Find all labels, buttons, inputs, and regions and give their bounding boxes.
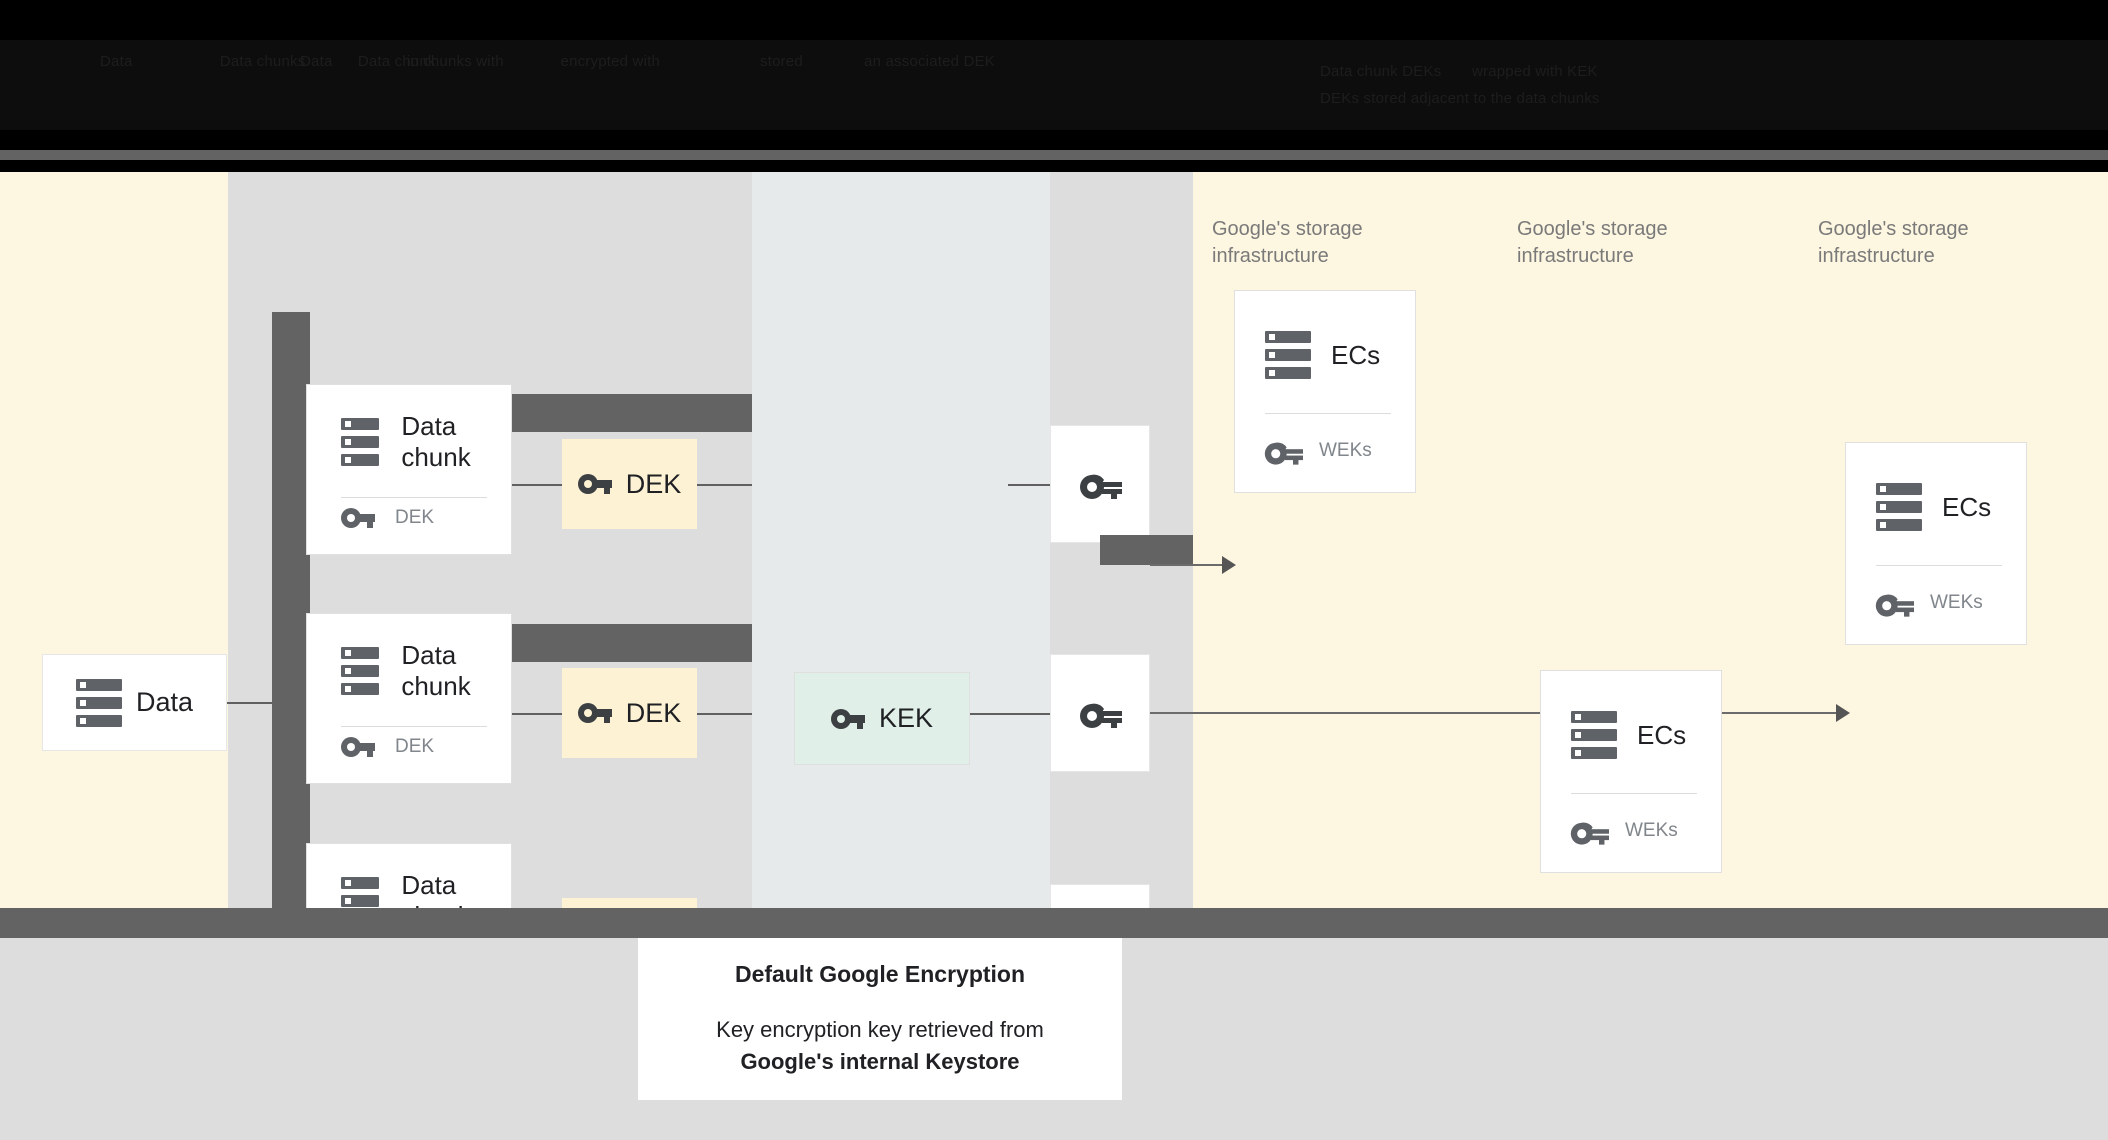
wrapped-key-icon <box>1078 469 1122 499</box>
connector-data-bracket <box>227 702 273 704</box>
key-icon <box>577 473 612 495</box>
server-icon <box>75 678 122 727</box>
banner-strip <box>0 40 2108 130</box>
ec-key-label: WEKs <box>1930 592 1983 613</box>
dek-box-1[interactable]: DEK <box>562 439 697 529</box>
storage-label-1: Google's storage infrastructure <box>1212 218 1363 267</box>
dek-label: DEK <box>625 468 682 499</box>
diagram-canvas: Data Data chunk DEK DEK <box>0 172 2108 1014</box>
ec-key-label: WEKs <box>1625 820 1678 841</box>
connector-dek1-keystore <box>697 484 752 486</box>
connector-chunk2-dek <box>512 713 562 715</box>
server-icon <box>341 417 380 466</box>
ec-key-label: WEKs <box>1319 440 1372 461</box>
chunk-card-1[interactable]: Data chunk DEK <box>306 384 512 555</box>
ec-title: ECs <box>1331 339 1381 370</box>
data-source-label: Data <box>135 687 194 717</box>
wrapped-key-icon <box>1874 589 1914 617</box>
key-icon <box>577 702 612 724</box>
ec-title: ECs <box>1942 491 1992 522</box>
banner-text-1: Data Data chunks Data chunk <box>100 53 436 70</box>
kek-label: KEK <box>878 703 934 733</box>
connector-kek-wek1 <box>1008 484 1050 486</box>
chunk-key-label: DEK <box>395 507 435 528</box>
ec-title: ECs <box>1637 719 1687 750</box>
banner-text-3: stored an associated DEK <box>760 53 996 70</box>
server-icon <box>341 646 380 695</box>
caption-line-1: Key encryption key retrieved from <box>716 1016 1044 1042</box>
arrow-head-2 <box>1836 704 1850 722</box>
caption-title: Default Google Encryption <box>734 960 1026 987</box>
connector-dek2-keystore <box>697 713 752 715</box>
wrapped-key-icon <box>1078 698 1122 728</box>
key-icon <box>830 708 865 730</box>
connector-kek-wek2 <box>970 713 1050 715</box>
banner-text-2: Data in chunks with encrypted with <box>300 53 661 70</box>
ec-card-3[interactable]: ECs WEKs <box>1540 670 1722 873</box>
arrow-line-2 <box>1150 712 1839 714</box>
chunk-title: Data chunk <box>401 411 471 472</box>
storage-label-2: Google's storage infrastructure <box>1517 218 1668 267</box>
kek-box[interactable]: KEK <box>794 672 970 765</box>
artifact-nub <box>1100 535 1193 565</box>
chunk-key-label: DEK <box>395 736 435 757</box>
server-icon <box>1571 711 1617 759</box>
wrapped-key-box-1[interactable] <box>1050 425 1150 543</box>
caption-body: Key encryption key retrieved from Google… <box>716 1014 1044 1078</box>
chunk-title: Data chunk <box>401 640 471 701</box>
connector-chunk1-dek <box>512 484 562 486</box>
caption-box: Default Google Encryption Key encryption… <box>638 938 1122 1100</box>
top-banner: Data Data chunks Data chunk Data in chun… <box>0 0 2108 160</box>
server-icon <box>1265 331 1311 379</box>
dek-label: DEK <box>625 697 682 728</box>
dek-box-2[interactable]: DEK <box>562 668 697 758</box>
arrow-head-1 <box>1222 556 1236 574</box>
storage-label-3: Google's storage infrastructure <box>1818 218 1969 267</box>
chunk-card-2[interactable]: Data chunk DEK <box>306 613 512 784</box>
caption-line-2: Google's internal Keystore <box>740 1048 1020 1074</box>
ec-card-1[interactable]: ECs WEKs <box>1234 290 1416 493</box>
ec-card-2[interactable]: ECs WEKs <box>1845 442 2027 645</box>
arrow-line-1 <box>1150 564 1225 566</box>
data-source-box[interactable]: Data <box>42 654 227 751</box>
wrapped-key-box-2[interactable] <box>1050 654 1150 772</box>
server-icon <box>1876 483 1922 531</box>
footer-bar <box>0 908 2108 938</box>
key-icon <box>341 507 375 529</box>
banner-baseline <box>0 150 2108 160</box>
key-icon <box>341 736 375 758</box>
wrapped-key-icon <box>1569 817 1609 845</box>
banner-text-4: Data chunk DEKs wrapped with KEK DEKs st… <box>1320 63 1600 107</box>
wrapped-key-icon <box>1263 437 1303 465</box>
